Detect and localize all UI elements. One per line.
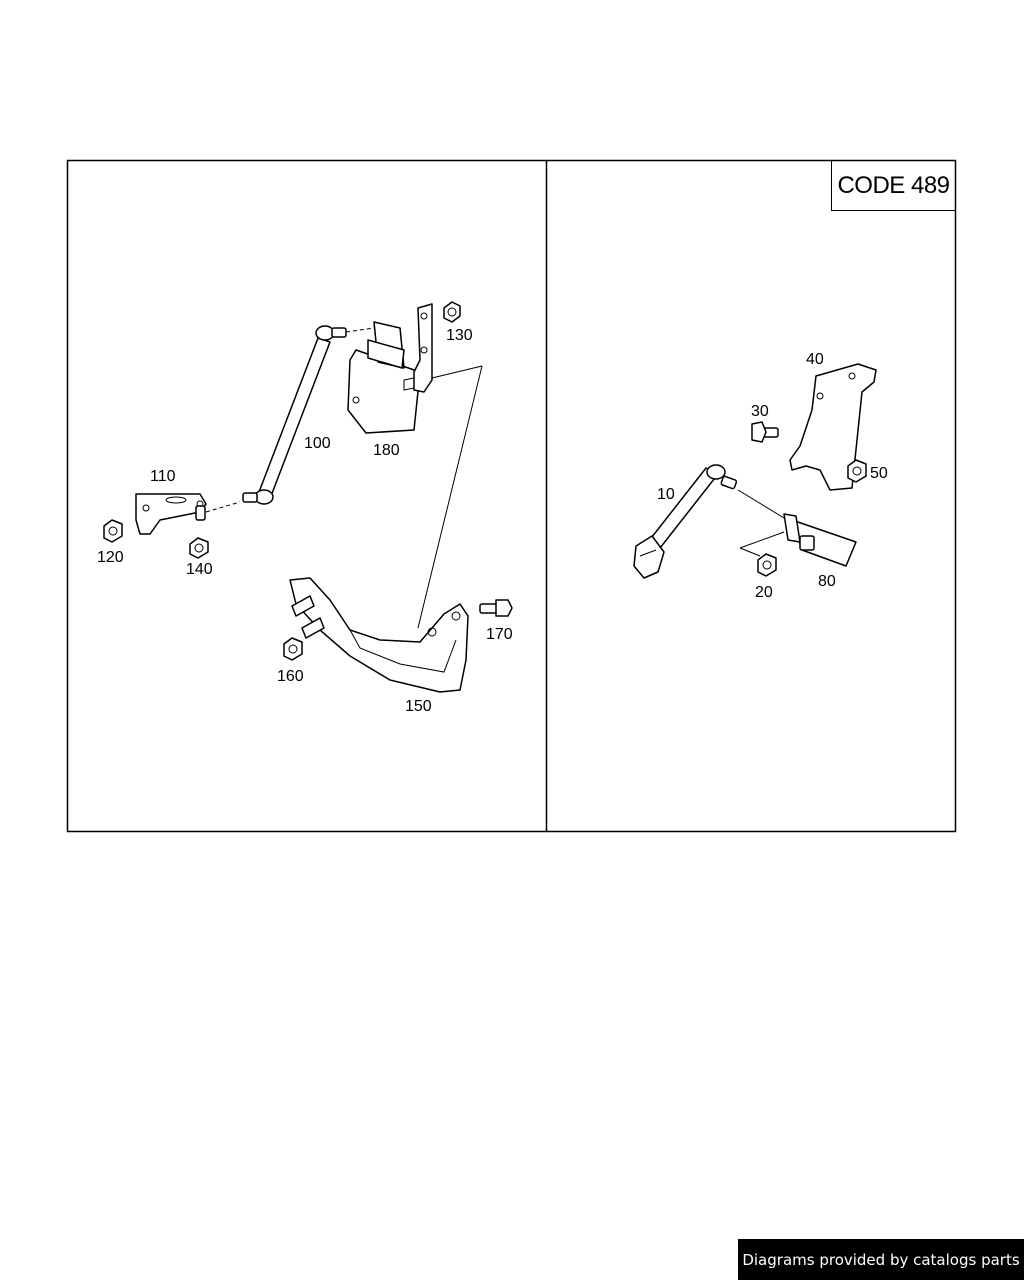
- callout-140: 140: [186, 561, 213, 578]
- left-panel: 100 110 120 130 140 150 160 170 180: [97, 301, 513, 715]
- callout-180: 180: [373, 442, 400, 459]
- part-20-nut[interactable]: [757, 553, 777, 577]
- right-panel: 10 20 30 40 50 80: [633, 351, 888, 601]
- callout-150: 150: [405, 698, 432, 715]
- part-160-nut[interactable]: [283, 637, 303, 661]
- callout-110: 110: [150, 468, 176, 485]
- callout-120: 120: [97, 549, 124, 566]
- footer-credit: Diagrams provided by catalogs parts: [738, 1239, 1024, 1280]
- callout-40: 40: [806, 351, 824, 368]
- callout-160: 160: [277, 668, 304, 685]
- part-180-level-sensor[interactable]: [347, 321, 421, 434]
- part-110-bracket[interactable]: [135, 493, 207, 535]
- part-120-nut[interactable]: [103, 519, 123, 543]
- part-80-level-sensor[interactable]: [783, 513, 857, 567]
- callout-20: 20: [755, 584, 773, 601]
- sensor-mount-bracket: [413, 303, 433, 393]
- callout-50: 50: [870, 465, 888, 482]
- callout-10: 10: [657, 486, 675, 503]
- part-150-bracket[interactable]: [289, 577, 469, 693]
- callout-170: 170: [486, 626, 513, 643]
- part-140-nut[interactable]: [189, 537, 209, 559]
- code-label: CODE 489: [831, 161, 955, 211]
- part-30-bolt[interactable]: [751, 421, 779, 443]
- callout-100: 100: [304, 435, 331, 452]
- callout-30: 30: [751, 403, 769, 420]
- bracket-studs: [291, 595, 325, 639]
- callout-130: 130: [446, 327, 473, 344]
- part-40-bracket[interactable]: [789, 363, 877, 491]
- part-170-bolt[interactable]: [479, 599, 513, 617]
- part-10-link-rod[interactable]: [633, 464, 738, 579]
- diagram-frame: [66, 159, 957, 833]
- part-50-nut[interactable]: [847, 459, 867, 483]
- callout-80: 80: [818, 573, 836, 590]
- part-130-nut[interactable]: [443, 301, 461, 323]
- bracket-bolt: [195, 505, 206, 521]
- part-100-link-rod[interactable]: [242, 325, 347, 505]
